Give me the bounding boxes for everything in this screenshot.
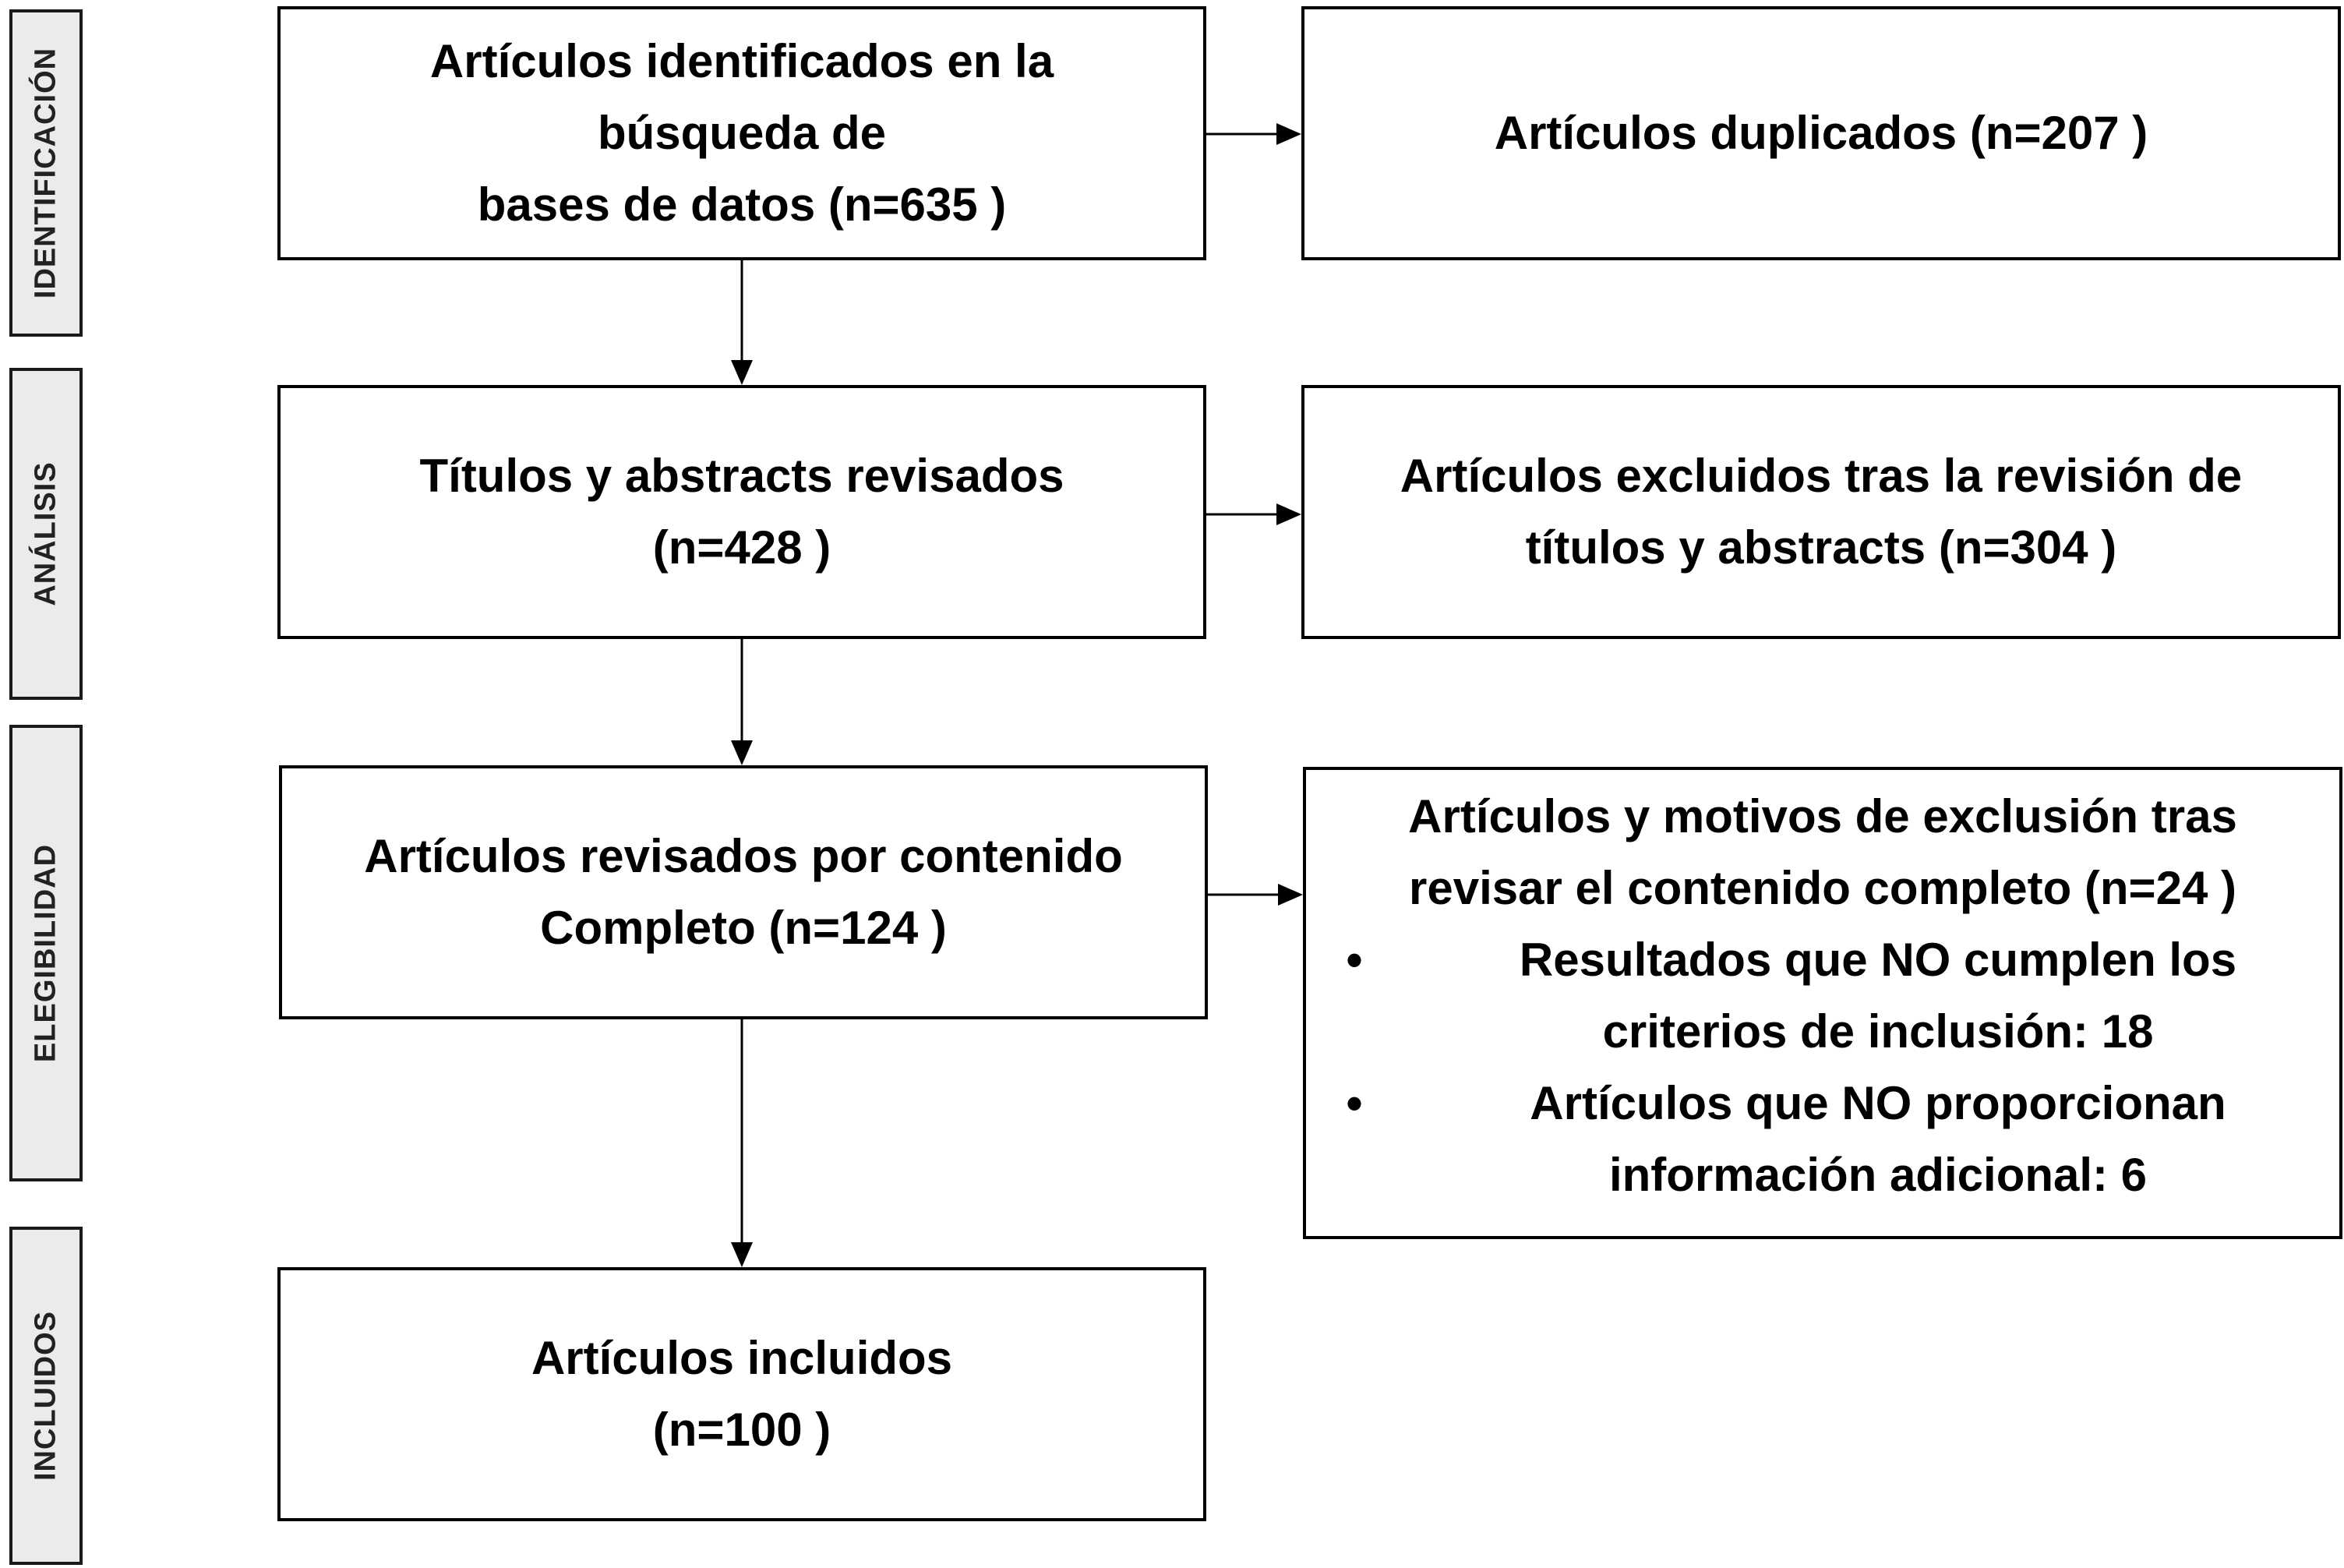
arrowhead-icon: [1276, 123, 1301, 145]
bullet-icon: •: [1346, 934, 1363, 986]
screened-records-text: Títulos y abstracts revisados (n=428 ): [419, 450, 1064, 574]
bullet-icon: •: [1346, 1077, 1363, 1129]
included-studies-box: Artículos incluidos (n=100 ): [277, 1267, 1206, 1521]
excluded-screening-text: Artículos excluidos tras la revisión de …: [1400, 450, 2243, 574]
identified-records-text: Artículos identificados en la búsqueda d…: [429, 35, 1054, 231]
screened-records-box: Títulos y abstracts revisados (n=428 ): [277, 385, 1206, 639]
duplicates-text: Artículos duplicados (n=207 ): [1494, 107, 2148, 159]
arrowhead-icon: [1276, 503, 1301, 525]
included-studies-text: Artículos incluidos (n=100 ): [531, 1332, 953, 1456]
exclusion-reason-item: • Resultados que NO cumplen los criterio…: [1306, 924, 2339, 1068]
exclusion-reasons-heading: Artículos y motivos de exclusión tras re…: [1408, 790, 2237, 914]
exclusion-reason-text: Resultados que NO cumplen los criterios …: [1519, 934, 2237, 1058]
exclusion-reasons-box: Artículos y motivos de exclusión tras re…: [1303, 767, 2342, 1239]
fulltext-reviewed-box: Artículos revisados por contenido Comple…: [279, 765, 1208, 1019]
arrowhead-icon: [731, 360, 753, 385]
stage-label-incluidos: INCLUIDOS: [9, 1227, 83, 1565]
duplicates-box: Artículos duplicados (n=207 ): [1301, 6, 2341, 260]
arrowhead-icon: [731, 1242, 753, 1267]
stage-label-identificacion: IDENTIFICACIÓN: [9, 9, 83, 337]
stage-label-analisis: ANÁLISIS: [9, 368, 83, 700]
arrowhead-icon: [1278, 884, 1303, 906]
exclusion-reason-item: • Artículos que NO proporcionan informac…: [1306, 1068, 2339, 1211]
arrowhead-icon: [731, 740, 753, 765]
exclusion-reason-text: Artículos que NO proporcionan informació…: [1530, 1077, 2226, 1201]
fulltext-reviewed-text: Artículos revisados por contenido Comple…: [364, 830, 1123, 954]
stage-label-elegibilidad: ELEGIBILIDAD: [9, 725, 83, 1181]
exclusion-reasons-list: • Resultados que NO cumplen los criterio…: [1306, 924, 2339, 1211]
identified-records-box: Artículos identificados en la búsqueda d…: [277, 6, 1206, 260]
excluded-screening-box: Artículos excluidos tras la revisión de …: [1301, 385, 2341, 639]
